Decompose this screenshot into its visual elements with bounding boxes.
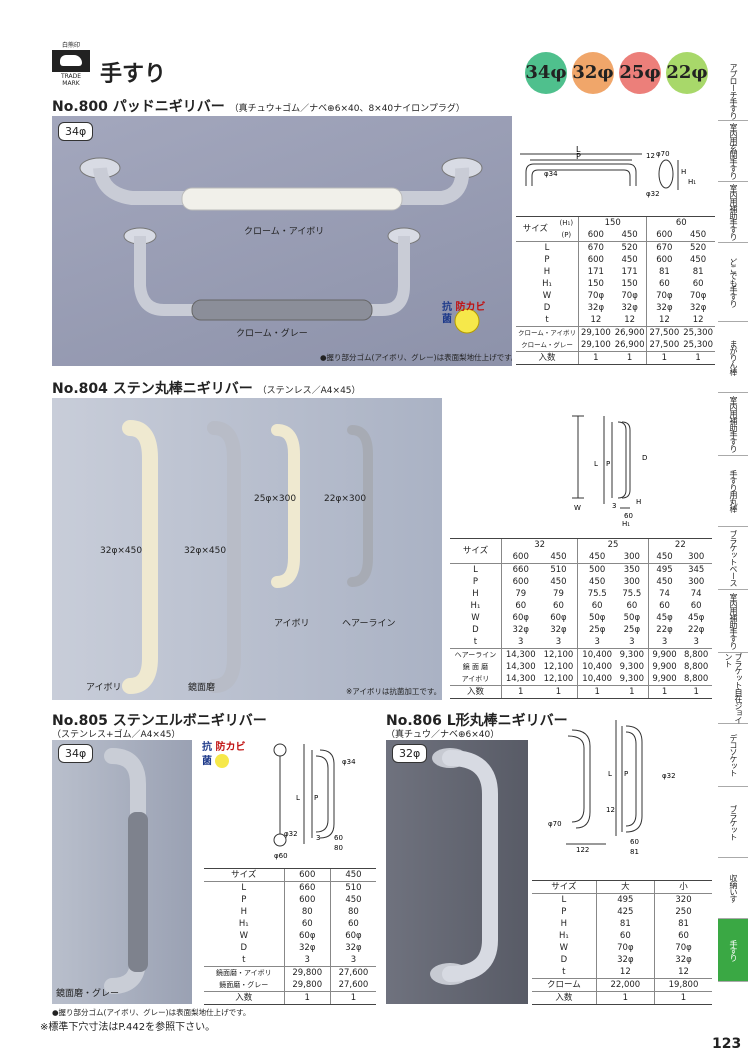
sidebar-tab[interactable]: ブラケット (718, 787, 748, 858)
svg-text:H: H (681, 168, 686, 176)
l-shaped-bar-illustration (430, 748, 498, 985)
size-badge-22: 22φ (666, 52, 708, 94)
round-bar-illustration (122, 420, 373, 694)
sidebar-tab[interactable]: 室内用補助手すり (718, 182, 748, 243)
antibacterial-mark: 抗 防カビ 菌 (202, 742, 246, 768)
sidebar-tab[interactable]: 室内用補助手すり (718, 590, 748, 653)
size-tag: 34φ (58, 744, 94, 763)
product-note: ※アイボリは抗菌加工です。 (346, 687, 442, 696)
color-label: アイボリ (274, 619, 310, 629)
size-label: 32φ×450 (100, 546, 143, 556)
svg-text:φ70: φ70 (656, 150, 670, 158)
svg-text:H: H (636, 498, 641, 506)
size-badge-34: 34φ (525, 52, 567, 94)
product-805-title: No.805 ステンエルボニギリバー (52, 713, 267, 729)
svg-text:3: 3 (612, 502, 616, 510)
page-title: 手すり (100, 62, 167, 87)
size-label: 32φ×450 (184, 546, 227, 556)
antibacterial-mark: 抗 防カビ 菌 (442, 302, 486, 325)
color-label: クローム・グレー (236, 329, 308, 339)
color-label: 鏡面磨・グレー (56, 989, 120, 999)
product-note: ●握り部分ゴム(アイボリ、グレー)は表面梨地仕上げです。 (52, 1008, 251, 1017)
sidebar-tab[interactable]: まがりん棒 (718, 322, 748, 393)
color-label: 鏡面磨 (188, 683, 216, 693)
dimension-drawing-800: L P φ34 φ70 φ32 12 H H₁ (520, 146, 696, 198)
dimension-drawing-805: L P φ34 φ32 φ60 3 60 80 (273, 743, 356, 860)
sidebar-tab[interactable]: ブラケット自在ジョイント (718, 653, 748, 724)
dimension-drawing-804: L P D H W 3 60 H₁ (572, 415, 647, 528)
svg-text:3: 3 (316, 834, 320, 842)
svg-text:60: 60 (334, 834, 343, 842)
product-806-spec: （真チュウ／ナベ⊕6×40） (386, 730, 500, 740)
svg-text:L: L (576, 146, 581, 154)
svg-text:L: L (296, 794, 300, 802)
product-806-photo: 32φ (386, 740, 528, 1004)
sidebar-tab-active[interactable]: 手すり (718, 919, 748, 982)
svg-text:H₁: H₁ (688, 178, 696, 186)
color-label: ヘアーライン (342, 619, 396, 629)
svg-text:φ32: φ32 (646, 190, 660, 198)
svg-text:122: 122 (576, 846, 589, 854)
svg-text:W: W (574, 504, 581, 512)
page-number: 123 (712, 1036, 742, 1052)
svg-text:L: L (594, 460, 598, 468)
svg-text:φ60: φ60 (274, 852, 288, 860)
sidebar-tab[interactable]: 室内用補助手すり (718, 393, 748, 456)
color-label: アイボリ (86, 683, 122, 693)
sidebar-tab[interactable]: ブラケットベース (718, 527, 748, 590)
sidebar-tab[interactable]: 収納いす (718, 858, 748, 919)
size-label: 22φ×300 (324, 494, 367, 504)
product-805-spec: （ステンレス+ゴム／A4×45） (52, 730, 181, 740)
svg-text:φ70: φ70 (548, 820, 562, 828)
svg-text:80: 80 (334, 844, 343, 852)
svg-text:P: P (314, 794, 318, 802)
sun-mark-icon (215, 754, 230, 768)
footer-note: ※標準下穴寸法はP.442を参照下さい。 (40, 1022, 216, 1033)
svg-text:L: L (608, 770, 612, 778)
grab-bar-illustration (79, 157, 483, 334)
product-note: ●握り部分ゴム(アイボリ、グレー)は表面梨地仕上げです。 (320, 353, 512, 362)
size-label: 25φ×300 (254, 494, 297, 504)
svg-text:P: P (576, 152, 581, 161)
svg-text:P: P (624, 770, 628, 778)
elbow-bar-illustration (104, 748, 148, 994)
svg-text:φ32: φ32 (662, 772, 676, 780)
color-label: クローム・アイボリ (244, 227, 325, 237)
sidebar-tab[interactable]: アプローチ手すり (718, 62, 748, 121)
svg-text:60: 60 (630, 838, 639, 846)
svg-text:φ34: φ34 (342, 758, 356, 766)
product-804-photo: 32φ×450 32φ×450 25φ×300 22φ×300 アイボリ 鏡面磨… (52, 398, 442, 700)
size-tag: 34φ (58, 122, 94, 141)
svg-text:12: 12 (606, 806, 615, 814)
product-800-photo: 34φ クローム・アイボリ クローム・グレー 抗 防カビ 菌 ●握り部分ゴム(ア… (52, 116, 512, 366)
size-tag: 32φ (392, 744, 428, 763)
product-800-title: No.800 パッドニギリバー （真チュウ+ゴム／ナベ⊕6×40、8×40ナイロ… (52, 99, 465, 115)
svg-text:81: 81 (630, 848, 639, 856)
svg-text:P: P (606, 460, 610, 468)
sidebar-tab[interactable]: デコソケット (718, 724, 748, 787)
svg-text:φ32: φ32 (284, 830, 298, 838)
size-badge-32: 32φ (572, 52, 614, 94)
svg-text:H₁: H₁ (622, 520, 630, 528)
size-badge-25: 25φ (619, 52, 661, 94)
product-805-photo: 34φ 鏡面磨・グレー (52, 740, 192, 1004)
sidebar-tab[interactable]: 手すり用丸棒 (718, 456, 748, 527)
sidebar-tab[interactable]: 室内用玄関手すり (718, 121, 748, 182)
svg-text:φ34: φ34 (544, 170, 558, 178)
svg-text:12: 12 (646, 152, 655, 160)
dimension-drawing-806: L P φ70 φ32 122 12 60 81 (548, 720, 676, 856)
polar-bear-icon (52, 50, 90, 72)
product-804-title: No.804 ステン丸棒ニギリバー （ステンレス／A4×45） (52, 381, 361, 397)
svg-text:60: 60 (624, 512, 633, 520)
svg-text:D: D (642, 454, 647, 462)
sidebar-tab[interactable]: どこでも手すり (718, 243, 748, 322)
trade-mark-logo: 白熊印 TRADE MARK (52, 42, 90, 87)
product-806-title: No.806 L形丸棒ニギリバー (386, 713, 568, 729)
